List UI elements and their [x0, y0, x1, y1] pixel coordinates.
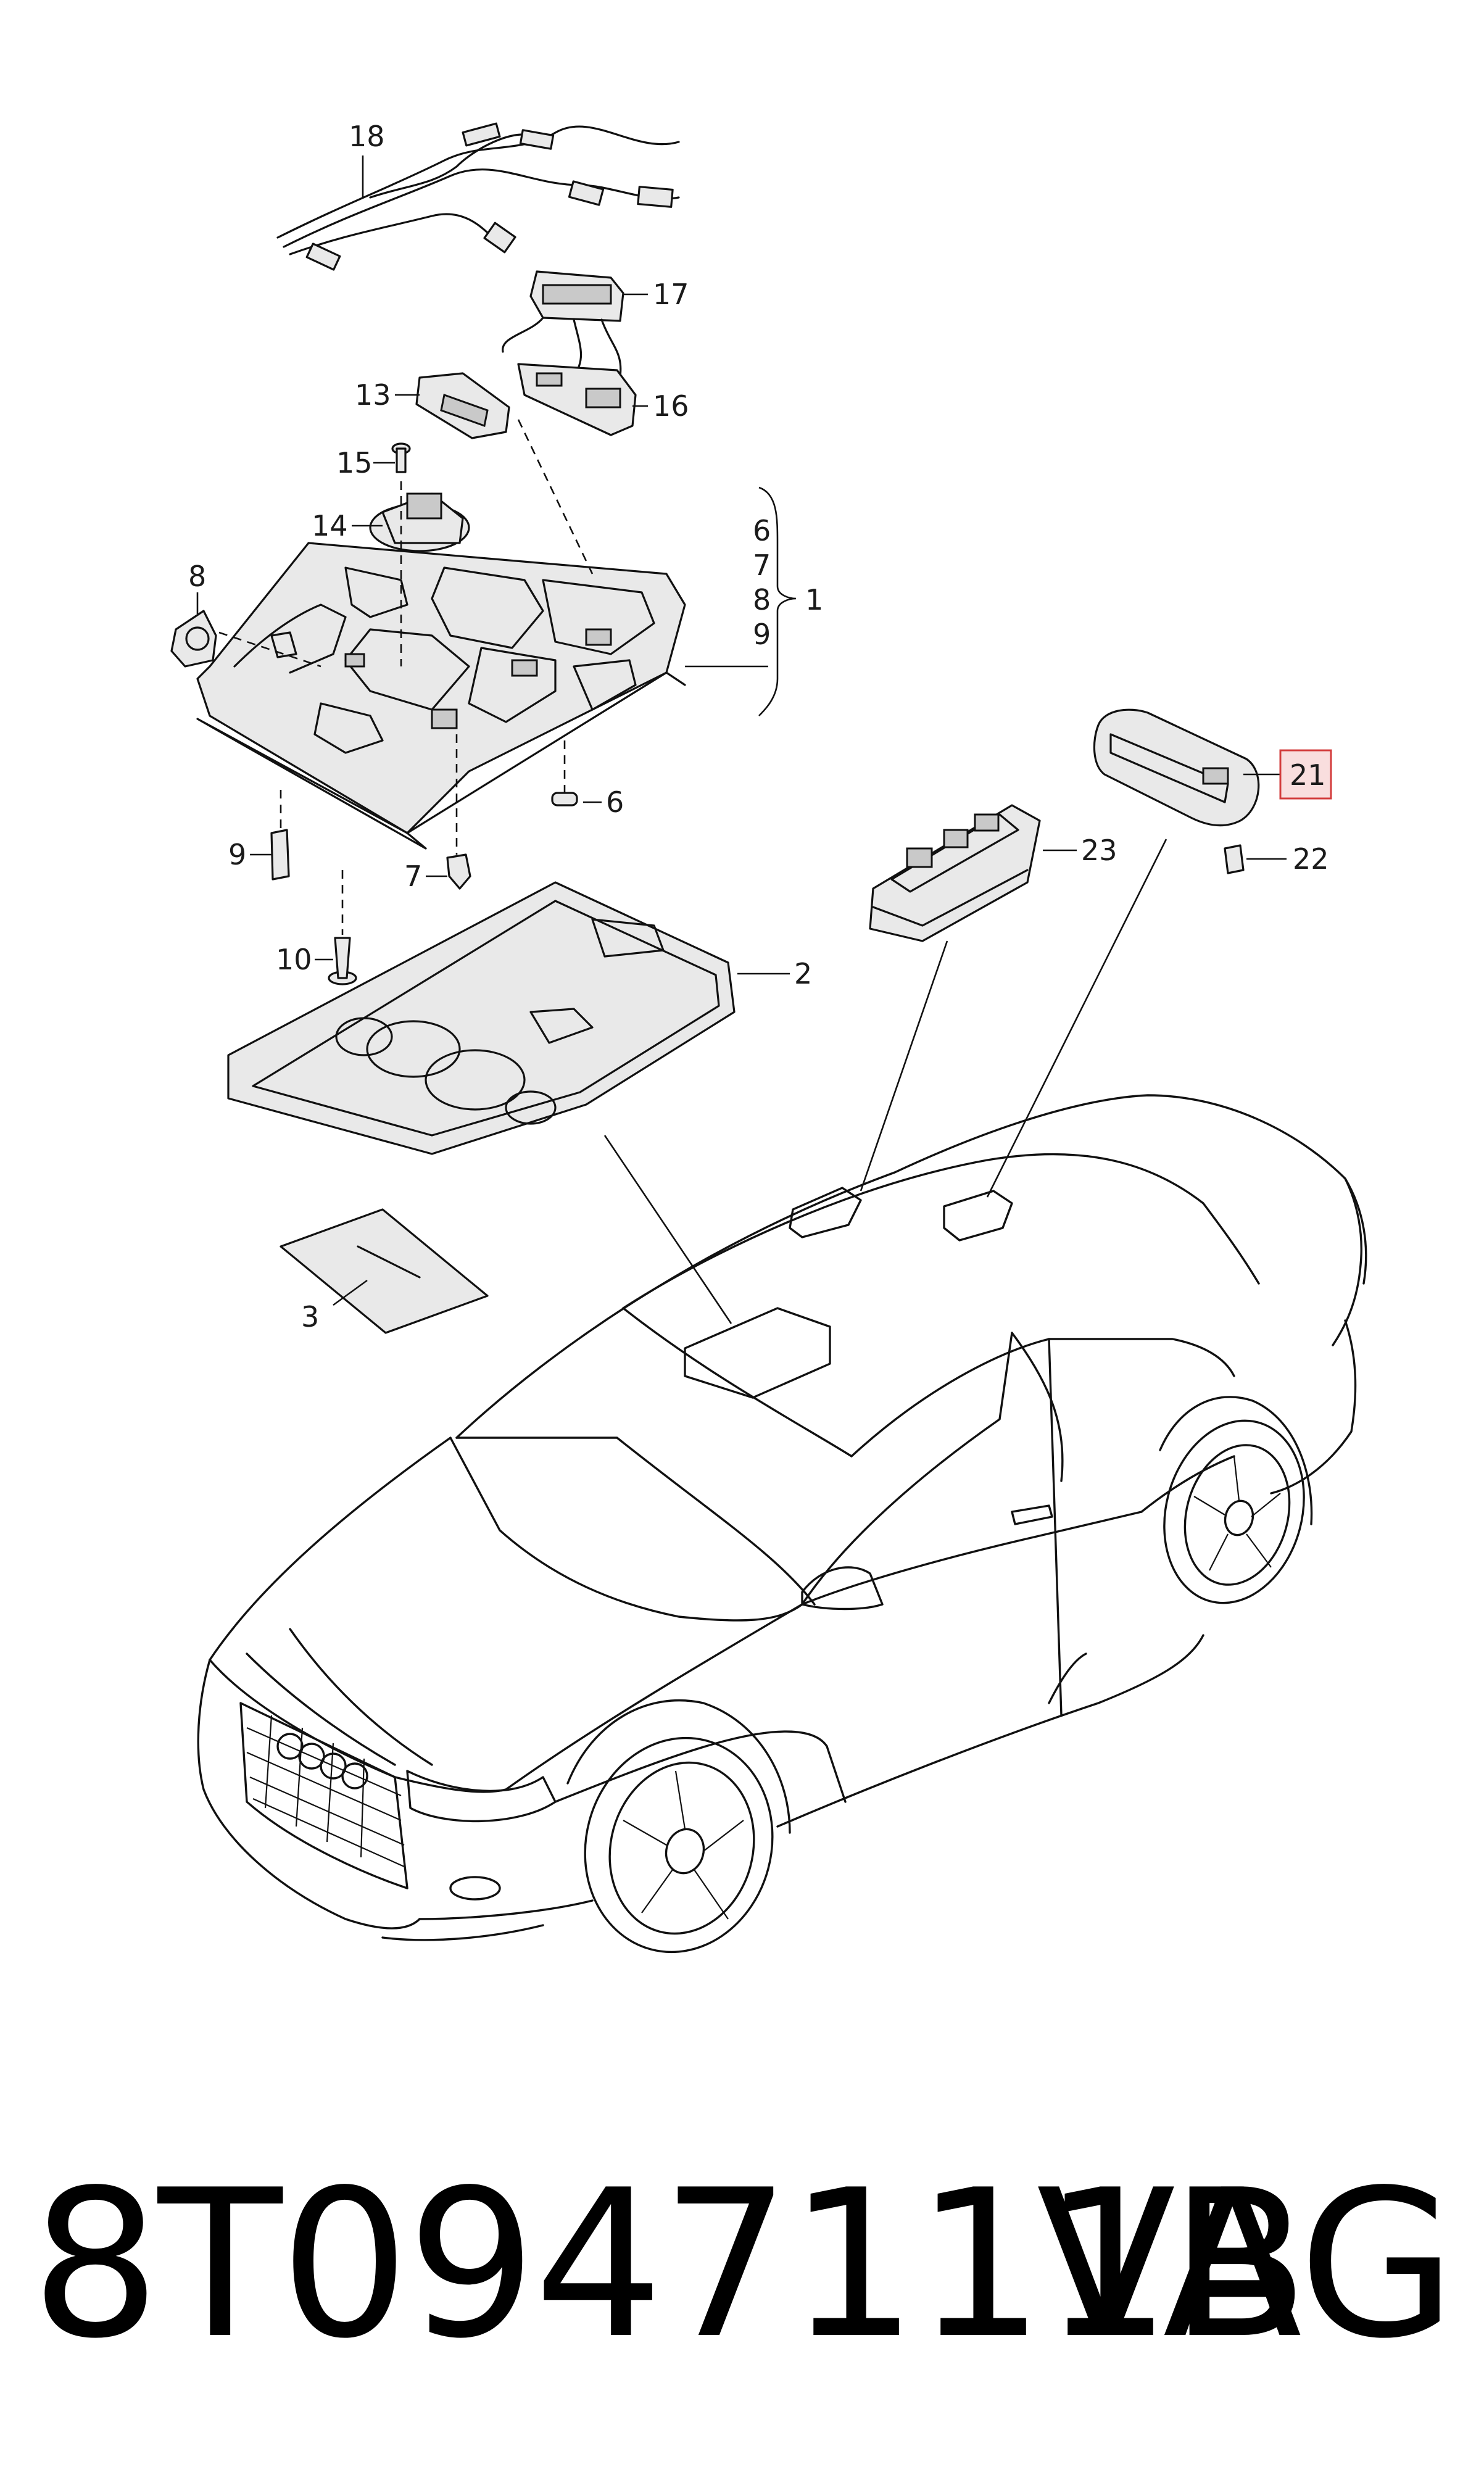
- screw-10: [315, 870, 357, 985]
- car-lamp-23-marker: [789, 1187, 862, 1238]
- reading-lamp-23: [869, 804, 1077, 942]
- clip-8: [170, 592, 217, 668]
- sensor-14: [352, 492, 470, 552]
- callout-21: 21: [1290, 758, 1326, 792]
- leader-2-to-car: [603, 1135, 732, 1324]
- callout-7: 7: [404, 860, 422, 893]
- car-lamp-21-marker: [943, 1190, 1013, 1242]
- wiring-harness-18: [276, 122, 680, 271]
- part-number: 8T0947111B: [31, 2146, 1309, 2383]
- callout-10: 10: [276, 943, 312, 976]
- control-unit-13: [395, 372, 510, 439]
- clip-9: [250, 790, 290, 881]
- callout-13: 13: [355, 378, 391, 412]
- brand-label: VAG: [1036, 2146, 1456, 2383]
- callout-9: 9: [228, 838, 246, 871]
- switch-module-17: [502, 270, 648, 378]
- callout-9: 9: [753, 618, 771, 651]
- callout-22: 22: [1293, 842, 1329, 876]
- callout-14: 14: [312, 509, 348, 542]
- roof-console-1: [196, 419, 797, 850]
- screw-15: [373, 442, 411, 473]
- callout-8: 8: [188, 560, 206, 593]
- footer: 8T0947111B VAG: [31, 2141, 1456, 2388]
- bulb-22: [1224, 844, 1287, 874]
- clip-7: [426, 734, 471, 890]
- leader-23-to-car: [860, 940, 948, 1192]
- callout-18: 18: [349, 120, 385, 153]
- callout-7: 7: [753, 549, 771, 582]
- callout-15: 15: [336, 446, 373, 479]
- callout-16: 16: [653, 389, 689, 423]
- callout-3: 3: [301, 1300, 319, 1333]
- interior-lamp-21: [1093, 708, 1280, 827]
- car-outline: [197, 1094, 1367, 1954]
- bracket-16: [517, 363, 648, 436]
- bulb-6: [551, 740, 602, 806]
- car-roof-console-marker: [684, 1307, 831, 1399]
- callout-23: 23: [1081, 834, 1117, 867]
- callout-6: 6: [753, 514, 771, 547]
- callout-2: 2: [794, 957, 812, 990]
- leader-21-to-car: [986, 839, 1167, 1198]
- callout-21-highlight: [1279, 749, 1332, 800]
- callout-6: 6: [606, 786, 624, 819]
- callout-8: 8: [753, 583, 771, 616]
- callout-17: 17: [653, 278, 689, 311]
- headliner-trim-2: [227, 881, 790, 1155]
- callout-1: 1: [805, 583, 823, 616]
- pad-3: [280, 1208, 489, 1334]
